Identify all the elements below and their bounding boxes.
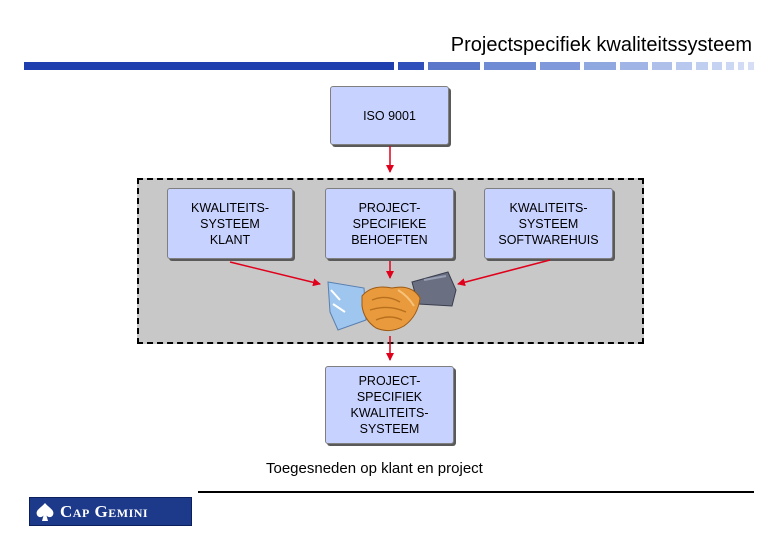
handshake-icon (327, 271, 457, 332)
logo-wordmark: Cap Gemini (60, 501, 149, 521)
box-iso-9001: ISO 9001 (330, 86, 449, 145)
cap-gemini-logo: Cap Gemini (29, 497, 192, 526)
slide-title: Projectspecifiek kwaliteitssysteem (450, 34, 752, 56)
box-kwaliteitssysteem-klant: KWALITEITS- SYSTEEM KLANT (167, 188, 293, 259)
box-kwaliteitssysteem-softwarehuis: KWALITEITS- SYSTEEM SOFTWAREHUIS (484, 188, 613, 259)
arrow-software-to-handshake (457, 259, 551, 287)
box-projectspecifieke-behoeften: PROJECT- SPECIFIEKE BEHOEFTEN (325, 188, 454, 259)
spade-icon (30, 498, 60, 525)
diagram-caption: Toegesneden op klant en project (266, 460, 483, 477)
title-gradient-bar (24, 62, 754, 70)
arrow-klant-to-handshake (229, 261, 321, 287)
footer-rule (198, 491, 754, 493)
box-projectspecifiek-kwaliteitssysteem: PROJECT- SPECIFIEK KWALITEITS- SYSTEEM (325, 366, 454, 444)
